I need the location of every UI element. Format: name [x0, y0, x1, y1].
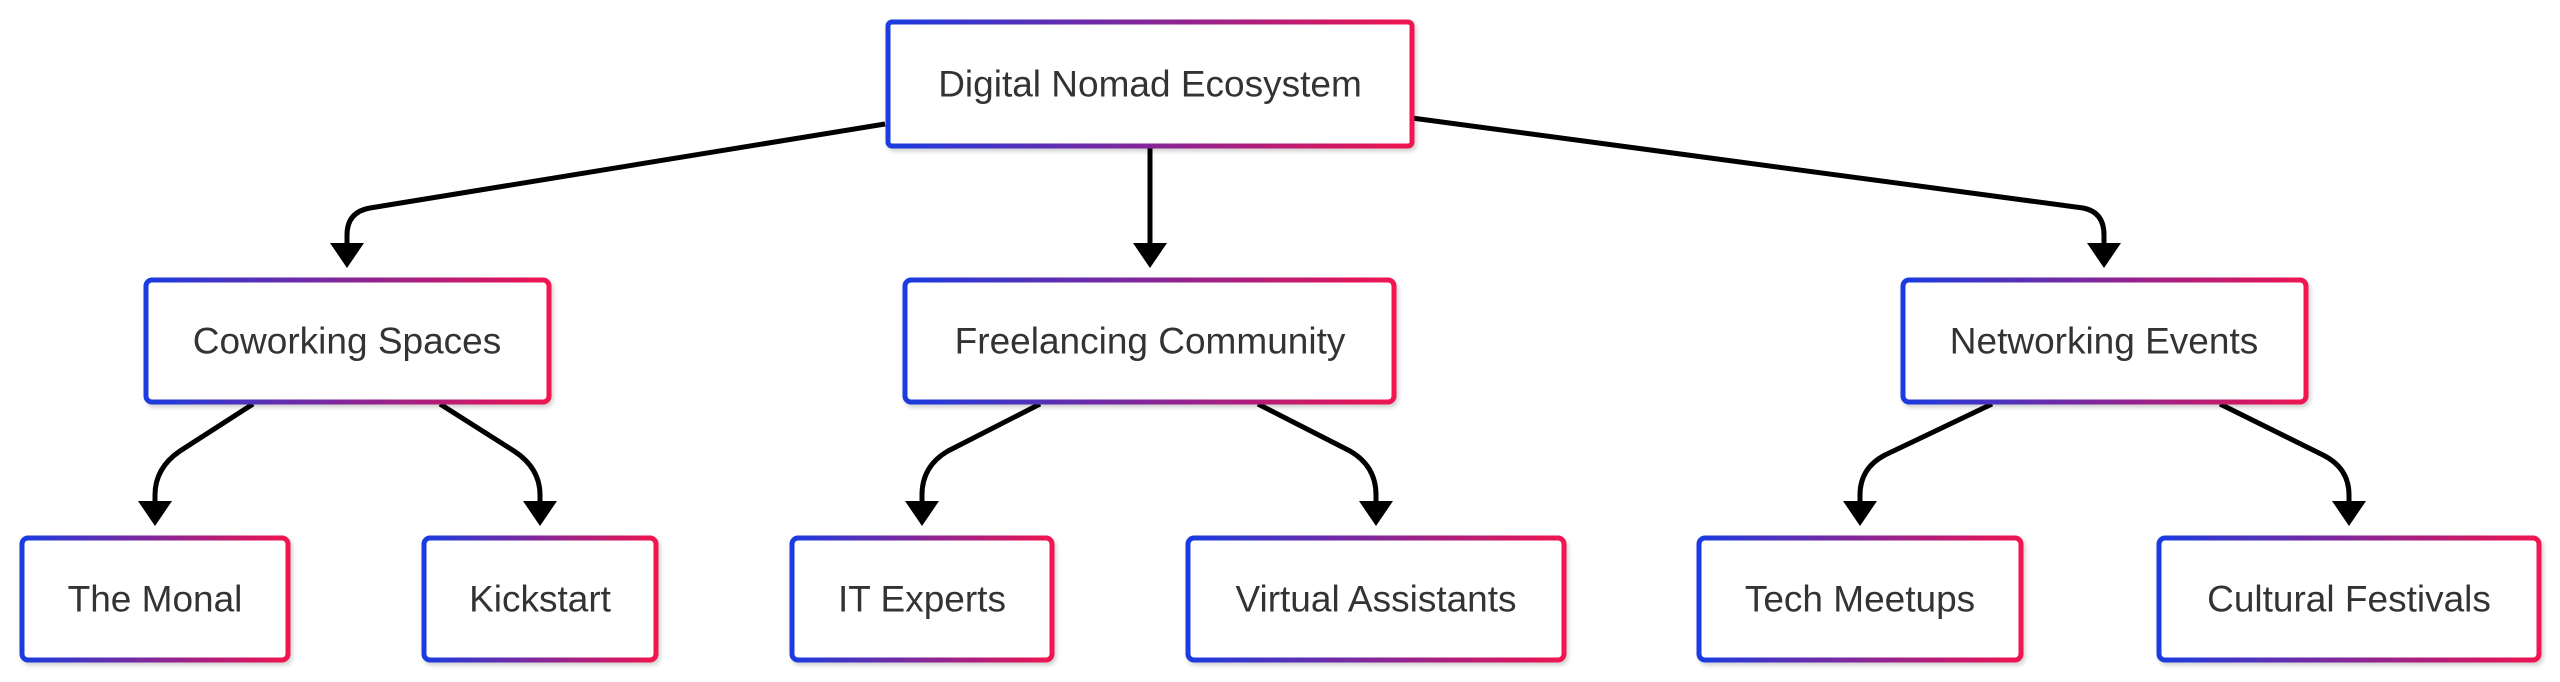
edges-layer — [138, 115, 2366, 526]
node-cultural-festivals[interactable]: Cultural Festivals — [2156, 535, 2542, 663]
edge-coworking-kickstart — [438, 401, 543, 510]
arrowhead-monal — [138, 501, 172, 526]
edge-networking-festivals — [2218, 401, 2352, 510]
node-it-experts-label: IT Experts — [838, 579, 1006, 620]
arrowhead-va — [1359, 501, 1393, 526]
node-kickstart-label: Kickstart — [469, 579, 612, 620]
edge-coworking-monal — [152, 401, 255, 510]
node-root-label: Digital Nomad Ecosystem — [938, 64, 1362, 105]
edge-freelancing-va — [1256, 401, 1379, 510]
node-virtual-assistants[interactable]: Virtual Assistants — [1185, 535, 1567, 663]
arrowhead-meetups — [1843, 501, 1877, 526]
arrowhead-it — [905, 501, 939, 526]
node-it-experts[interactable]: IT Experts — [789, 535, 1055, 663]
arrowhead-kickstart — [523, 501, 557, 526]
node-the-monal[interactable]: The Monal — [19, 535, 291, 663]
arrowhead-coworking — [330, 243, 364, 268]
node-coworking-spaces[interactable]: Coworking Spaces — [143, 277, 552, 405]
node-freelancing-community[interactable]: Freelancing Community — [902, 277, 1397, 405]
node-virtual-assistants-label: Virtual Assistants — [1235, 579, 1516, 620]
node-coworking-spaces-label: Coworking Spaces — [193, 321, 501, 362]
node-the-monal-label: The Monal — [68, 579, 243, 620]
nodes-layer: Digital Nomad Ecosystem Coworking Spaces… — [19, 19, 2542, 663]
edge-freelancing-it — [919, 401, 1042, 510]
node-kickstart[interactable]: Kickstart — [421, 535, 659, 663]
node-networking-events-label: Networking Events — [1950, 321, 2258, 362]
node-freelancing-community-label: Freelancing Community — [955, 321, 1346, 362]
edge-root-coworking — [344, 121, 886, 252]
node-tech-meetups[interactable]: Tech Meetups — [1696, 535, 2024, 663]
edge-root-networking — [1411, 115, 2107, 252]
node-tech-meetups-label: Tech Meetups — [1745, 579, 1975, 620]
arrowhead-networking — [2087, 243, 2121, 268]
node-cultural-festivals-label: Cultural Festivals — [2207, 579, 2491, 620]
arrowhead-freelancing — [1133, 243, 1167, 268]
edge-networking-meetups — [1857, 401, 1994, 510]
arrowhead-festivals — [2332, 501, 2366, 526]
node-networking-events[interactable]: Networking Events — [1900, 277, 2309, 405]
node-root[interactable]: Digital Nomad Ecosystem — [885, 19, 1415, 149]
